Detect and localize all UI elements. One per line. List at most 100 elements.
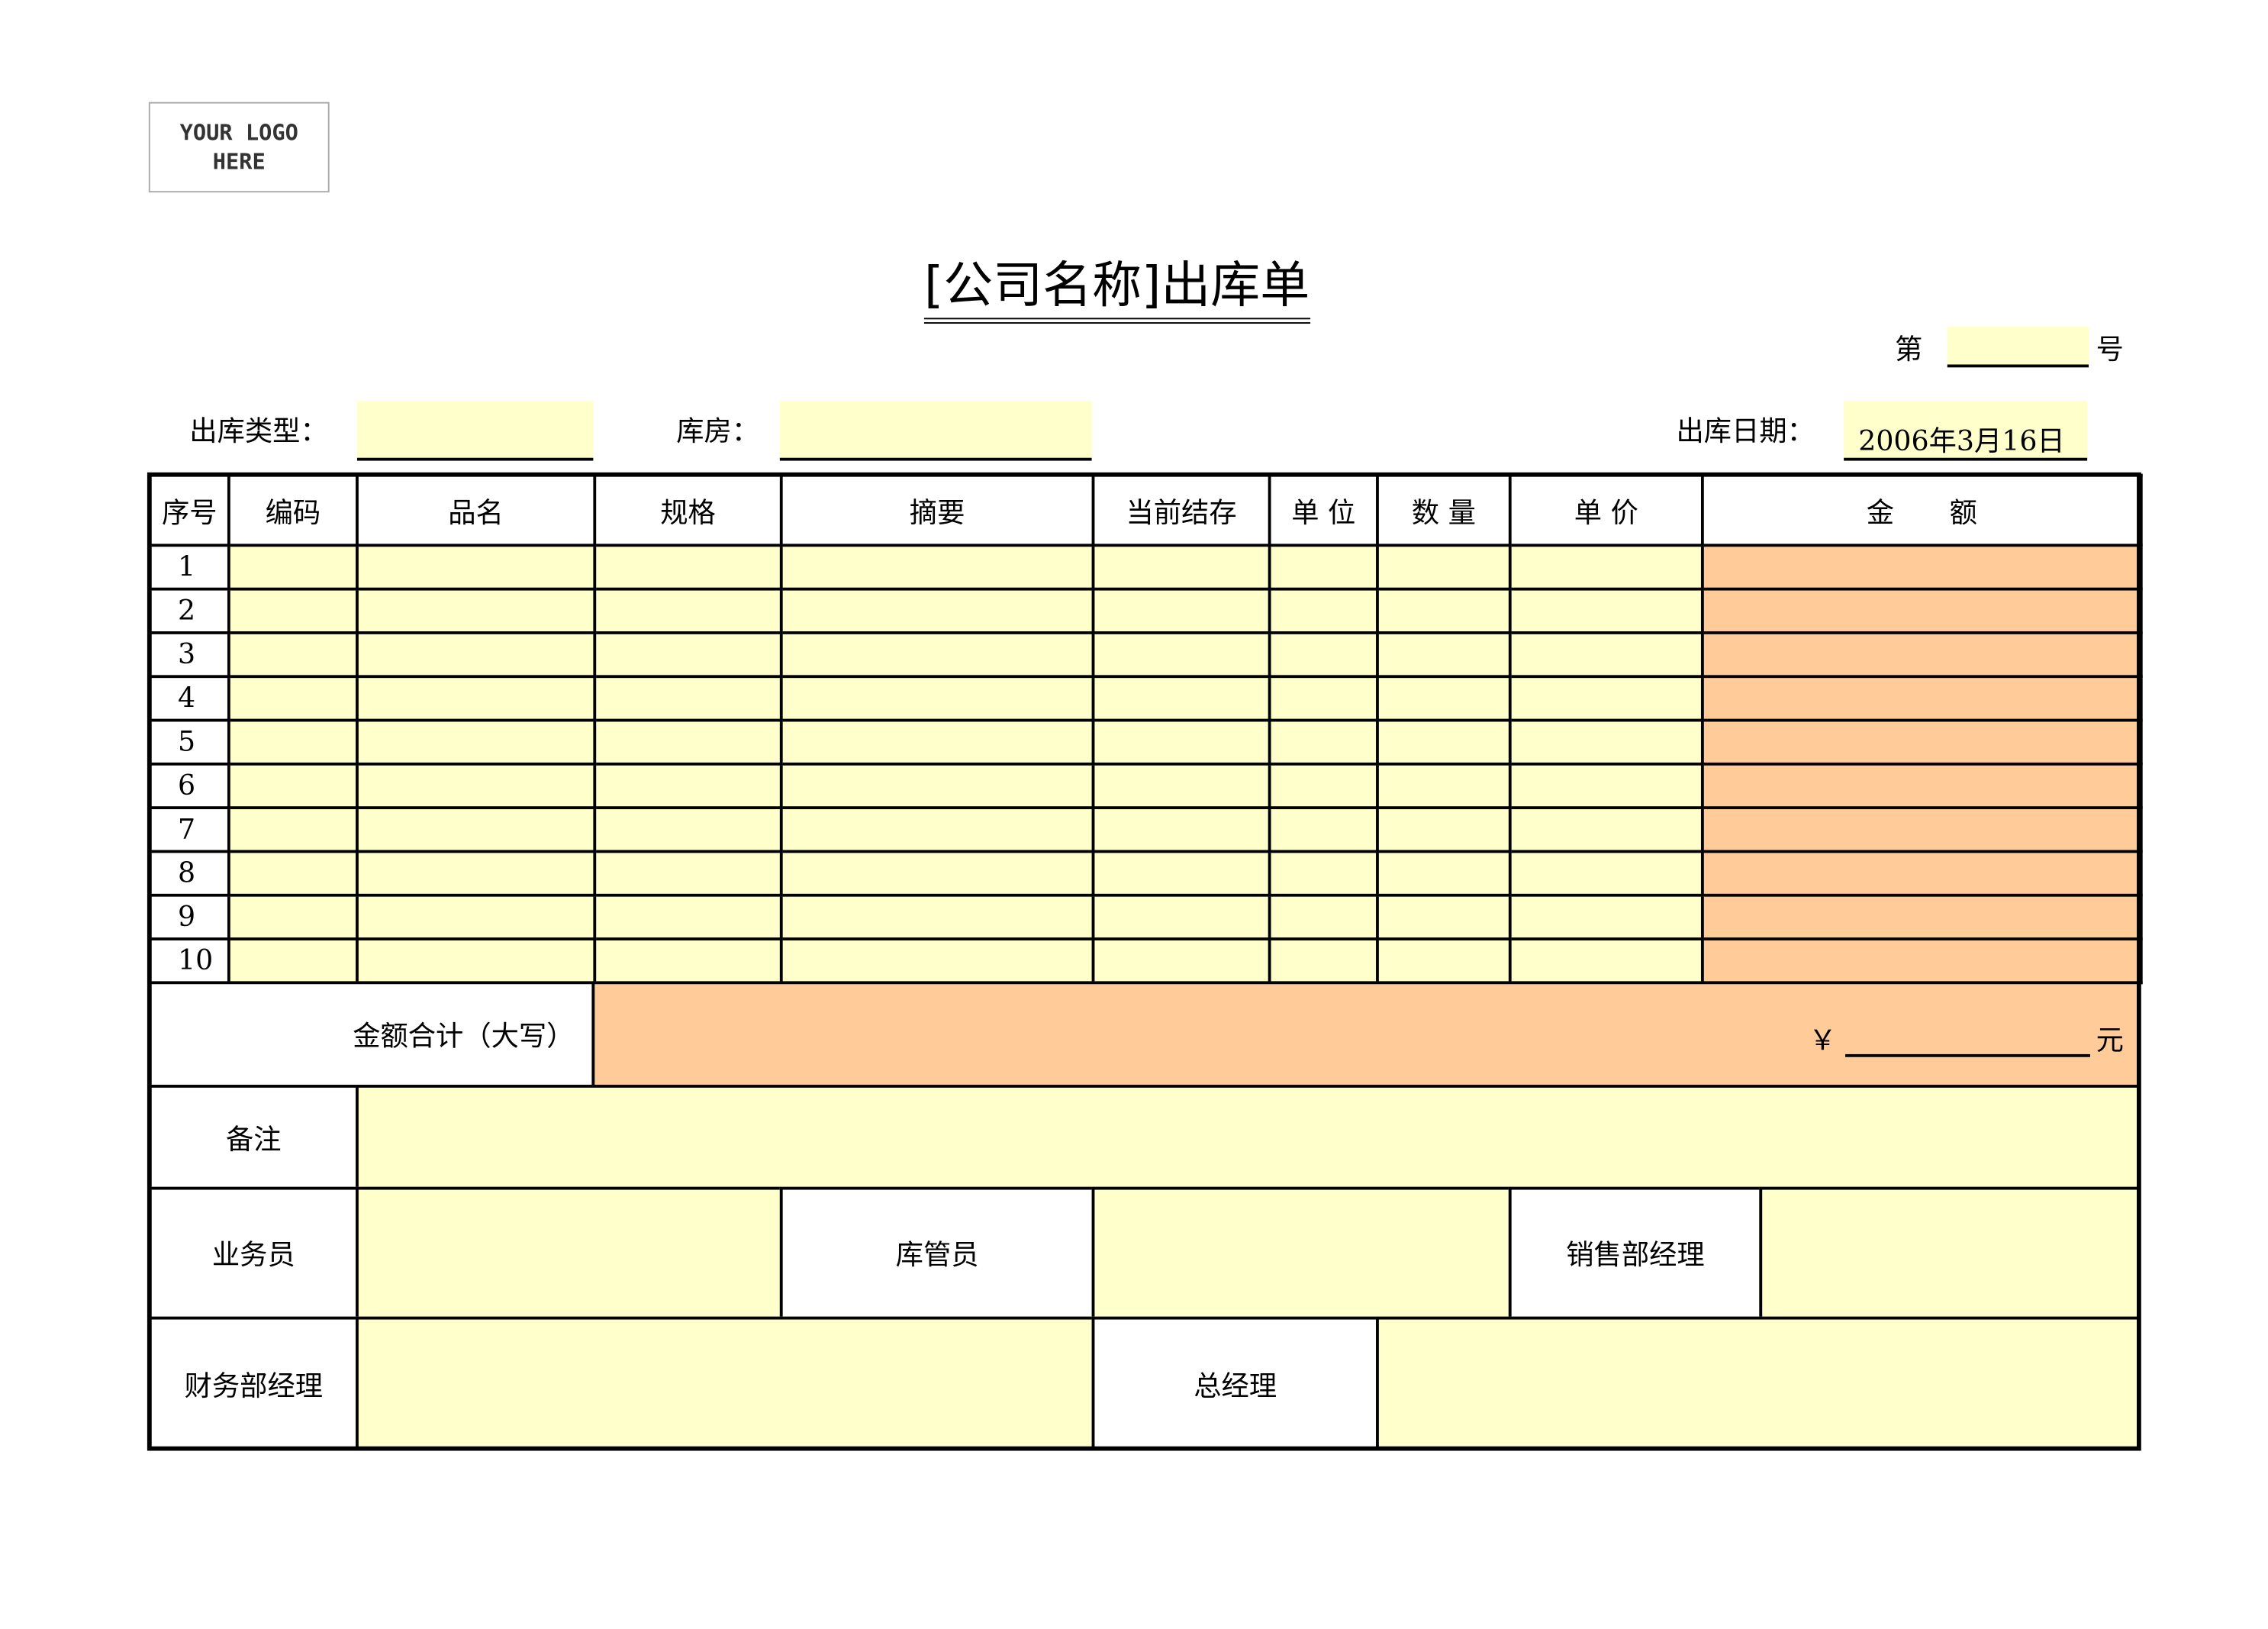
sales-manager-field[interactable]: [1759, 1186, 2140, 1320]
cell-input[interactable]: [1700, 893, 2143, 940]
cell-input[interactable]: [779, 718, 1095, 766]
total-amount-field[interactable]: ￥ 元: [591, 981, 2140, 1088]
cell-input[interactable]: [1700, 544, 2143, 591]
cell-input[interactable]: [1091, 587, 1271, 634]
cell-input[interactable]: [779, 893, 1095, 940]
cell-input[interactable]: [1091, 718, 1271, 766]
cell-input[interactable]: [356, 806, 597, 853]
cell-input[interactable]: [1700, 806, 2143, 853]
type-field[interactable]: [356, 401, 594, 461]
cell-input[interactable]: [356, 631, 597, 679]
cell-input[interactable]: [227, 850, 359, 897]
total-amount-input[interactable]: [1845, 1013, 2090, 1057]
cell-input[interactable]: [593, 587, 783, 634]
cell-input[interactable]: [227, 718, 359, 766]
cell-input[interactable]: [1376, 587, 1512, 634]
cell-input[interactable]: [1268, 718, 1379, 766]
cell-input[interactable]: [356, 762, 597, 810]
cell-input[interactable]: [1091, 675, 1271, 722]
cell-input[interactable]: [593, 806, 783, 853]
cell-input[interactable]: [779, 587, 1095, 634]
cell-input[interactable]: [593, 718, 783, 766]
cell-input[interactable]: [1376, 544, 1512, 591]
cell-input[interactable]: [1268, 893, 1379, 940]
cell-input[interactable]: [593, 544, 783, 591]
cell-input[interactable]: [227, 587, 359, 634]
cell-input[interactable]: [1508, 806, 1704, 853]
cell-input[interactable]: [1091, 631, 1271, 679]
cell-input[interactable]: [593, 893, 783, 940]
cell-input[interactable]: [593, 850, 783, 897]
cell-input[interactable]: [227, 806, 359, 853]
cell-input[interactable]: [1508, 675, 1704, 722]
cell-input[interactable]: [227, 893, 359, 940]
cell-input[interactable]: [593, 675, 783, 722]
general-manager-field[interactable]: [1376, 1316, 2140, 1451]
cell-input[interactable]: [779, 675, 1095, 722]
cell-input[interactable]: [1091, 937, 1271, 985]
cell-input[interactable]: [593, 762, 783, 810]
cell-input[interactable]: [227, 544, 359, 591]
cell-input[interactable]: [1508, 544, 1704, 591]
finance-manager-field[interactable]: [356, 1316, 1095, 1451]
cell-input[interactable]: [1700, 587, 2143, 634]
cell-input[interactable]: [593, 631, 783, 679]
cell-input[interactable]: [227, 762, 359, 810]
cell-input[interactable]: [1508, 762, 1704, 810]
cell-input[interactable]: [1700, 718, 2143, 766]
cell-input[interactable]: [227, 937, 359, 985]
cell-input[interactable]: [356, 850, 597, 897]
cell-input[interactable]: [356, 587, 597, 634]
cell-input[interactable]: [1700, 850, 2143, 897]
cell-input[interactable]: [1268, 850, 1379, 897]
cell-input[interactable]: [1508, 850, 1704, 897]
cell-input[interactable]: [1091, 762, 1271, 810]
cell-input[interactable]: [1700, 675, 2143, 722]
warehouse-keeper-field[interactable]: [1091, 1186, 1512, 1320]
remarks-field[interactable]: [356, 1085, 2140, 1190]
cell-input[interactable]: [779, 806, 1095, 853]
cell-input[interactable]: [356, 544, 597, 591]
cell-input[interactable]: [593, 937, 783, 985]
cell-input[interactable]: [1268, 937, 1379, 985]
number-field[interactable]: [1947, 326, 2089, 368]
cell-input[interactable]: [1700, 937, 2143, 985]
cell-input[interactable]: [356, 893, 597, 940]
cell-input[interactable]: [779, 850, 1095, 897]
cell-input[interactable]: [1091, 544, 1271, 591]
cell-input[interactable]: [1268, 544, 1379, 591]
date-field[interactable]: 2006年3月16日: [1844, 401, 2088, 461]
cell-input[interactable]: [227, 631, 359, 679]
cell-input[interactable]: [779, 544, 1095, 591]
cell-input[interactable]: [1376, 893, 1512, 940]
cell-input[interactable]: [1376, 718, 1512, 766]
cell-input[interactable]: [779, 762, 1095, 810]
cell-input[interactable]: [1376, 631, 1512, 679]
salesperson-field[interactable]: [356, 1186, 783, 1320]
cell-input[interactable]: [1376, 850, 1512, 897]
cell-input[interactable]: [779, 937, 1095, 985]
cell-input[interactable]: [1508, 937, 1704, 985]
cell-input[interactable]: [1508, 631, 1704, 679]
cell-input[interactable]: [1268, 675, 1379, 722]
cell-input[interactable]: [227, 675, 359, 722]
cell-input[interactable]: [1091, 850, 1271, 897]
cell-input[interactable]: [1268, 631, 1379, 679]
cell-input[interactable]: [1508, 587, 1704, 634]
cell-input[interactable]: [1700, 631, 2143, 679]
cell-input[interactable]: [1700, 762, 2143, 810]
cell-input[interactable]: [1376, 675, 1512, 722]
cell-input[interactable]: [356, 675, 597, 722]
cell-input[interactable]: [1376, 806, 1512, 853]
cell-input[interactable]: [1376, 937, 1512, 985]
cell-input[interactable]: [1091, 806, 1271, 853]
cell-input[interactable]: [1268, 762, 1379, 810]
cell-input[interactable]: [1268, 806, 1379, 853]
cell-input[interactable]: [1268, 587, 1379, 634]
cell-input[interactable]: [1091, 893, 1271, 940]
cell-input[interactable]: [356, 937, 597, 985]
warehouse-field[interactable]: [779, 401, 1092, 461]
cell-input[interactable]: [356, 718, 597, 766]
cell-input[interactable]: [1508, 893, 1704, 940]
cell-input[interactable]: [1508, 718, 1704, 766]
